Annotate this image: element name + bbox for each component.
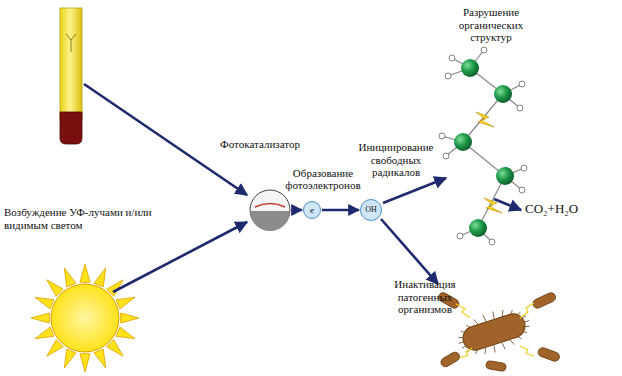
uv-lamp (60, 8, 82, 144)
flow-arrow (322, 209, 359, 211)
particle-circle: Образование фотоэлектроновe (303, 201, 321, 219)
photocatalyst-circle: Фотокатализатор (249, 189, 291, 231)
organic-molecule (439, 47, 527, 245)
stage-heading: Фотокатализатор (205, 138, 315, 151)
particle-circle: Инициирование свободных радикаловOH (360, 199, 382, 221)
bacteria (437, 291, 561, 372)
particle-symbol: e (310, 206, 314, 215)
stage-heading: Образование фотоэлектронов (278, 167, 368, 192)
light-arrow (84, 84, 521, 292)
product-formula: CO₂+H₂O (525, 202, 578, 217)
catalyst-disc (249, 189, 291, 231)
stage-heading: Инициирование свободных радикалов (357, 141, 435, 179)
result-label: Инактивация патогенных организмов (383, 278, 467, 316)
excitation-label: Возбуждение УФ-лучами и/или видимым свет… (4, 206, 154, 231)
sun (31, 264, 139, 372)
flow-arrow (292, 209, 302, 211)
result-label: Разрушение органических структур (443, 6, 539, 44)
particle-symbol: OH (365, 206, 377, 214)
